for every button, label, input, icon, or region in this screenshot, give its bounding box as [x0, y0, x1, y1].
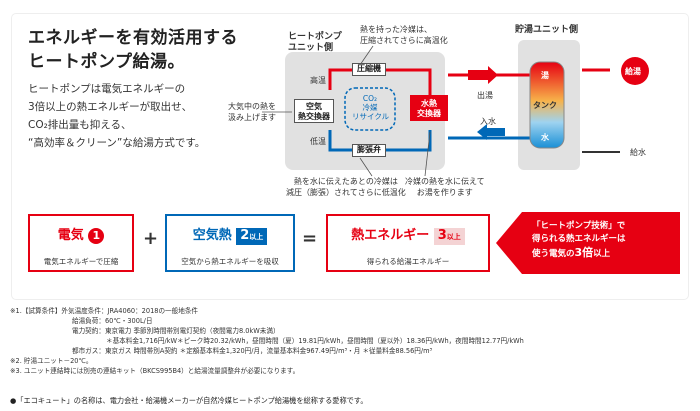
footnote: ●「エコキュート」の名称は、電力会社・給湯機メーカーが自然冷媒ヒートポンプ給湯機…: [10, 396, 368, 405]
supply-water-label: 給水: [630, 148, 646, 157]
expansion-valve-box: 膨張弁: [352, 144, 386, 157]
heat-energy-sub: 得られる給湯エネルギー: [366, 257, 450, 266]
headline-line2: ヒートポンプ給湯。: [28, 52, 185, 72]
tank-hot-label: 湯: [541, 71, 549, 80]
electric-sub: 電気エネルギーで圧縮: [43, 257, 119, 266]
compressor-box: 圧縮機: [352, 63, 386, 76]
callout-text: 「ヒートポンプ技術」で 得られる熱エネルギーは 使う電気の3倍以上: [532, 221, 626, 259]
air-heat-card: 空気熱 2以上 空気から熱エネルギーを吸収: [165, 214, 295, 272]
heat-energy-number: 3以上: [433, 228, 465, 245]
storage-unit-label: 貯湯ユニット側: [515, 25, 579, 35]
headline: エネルギーを有効活用する ヒートポンプ給湯。: [28, 26, 238, 74]
note-air: 大気中の熱を 汲み上げます: [228, 102, 276, 122]
air-heat-sub: 空気から熱エネルギーを吸収: [181, 257, 279, 266]
note-bottom: 熱を水に伝えたあとの冷媒は 減圧（膨張）されてさらに低温化: [286, 177, 406, 197]
intro-text: ヒートポンプは電気エネルギーの 3倍以上の熱エネルギーが取出せ、 CO₂排出量も…: [28, 80, 205, 152]
intro-line2: 3倍以上の熱エネルギーが取出せ、: [28, 101, 193, 113]
callout-arrow-shape: [496, 212, 680, 274]
note-water: 冷媒の熱を水に伝えて お湯を作ります: [405, 177, 485, 197]
heat-energy-card: 熱エネルギー 3以上 得られる給湯エネルギー: [326, 214, 490, 272]
notes: ※1.【試算条件】外気温度条件：JRA4060：2018の一般地条件 給湯負荷：…: [10, 307, 524, 375]
intro-line1: ヒートポンプは電気エネルギーの: [28, 83, 186, 95]
heatpump-unit-label: ヒートポンプ ユニット側: [288, 32, 342, 53]
heat-energy-title: 熱エネルギー 3以上: [328, 224, 488, 245]
headline-line1: エネルギーを有効活用する: [28, 28, 238, 48]
water-in-label: 入水: [480, 117, 496, 126]
water-heat-exchanger-box: 水熱 交換器: [410, 95, 448, 121]
supply-hot-label: 給湯: [625, 67, 641, 76]
electric-card: 電気 1 電気エネルギーで圧縮: [28, 214, 134, 272]
intro-line3: CO₂排出量も抑える、: [28, 119, 132, 131]
air-heat-title: 空気熱 2以上: [167, 224, 293, 245]
tank-label: タンク: [533, 101, 557, 110]
hot-out-label: 出湯: [477, 91, 493, 100]
low-temp-label: 低温: [310, 137, 326, 146]
intro-line4: “高効率＆クリーン”な給湯方式です。: [28, 137, 206, 149]
tank-water-label: 水: [541, 133, 549, 142]
electric-title: 電気 1: [30, 224, 132, 244]
plus-sign: +: [143, 228, 159, 249]
air-heat-exchanger-box: 空気 熱交換器: [294, 99, 334, 123]
co2-recycle-label: CO₂ 冷媒 リサイクル: [352, 94, 390, 121]
note-top: 熱を持った冷媒は、 圧縮されてさらに高温化: [360, 25, 448, 45]
air-heat-number: 2以上: [236, 228, 268, 245]
equals-sign: =: [302, 228, 318, 249]
electric-number: 1: [88, 227, 105, 244]
high-temp-label: 高温: [310, 76, 326, 85]
